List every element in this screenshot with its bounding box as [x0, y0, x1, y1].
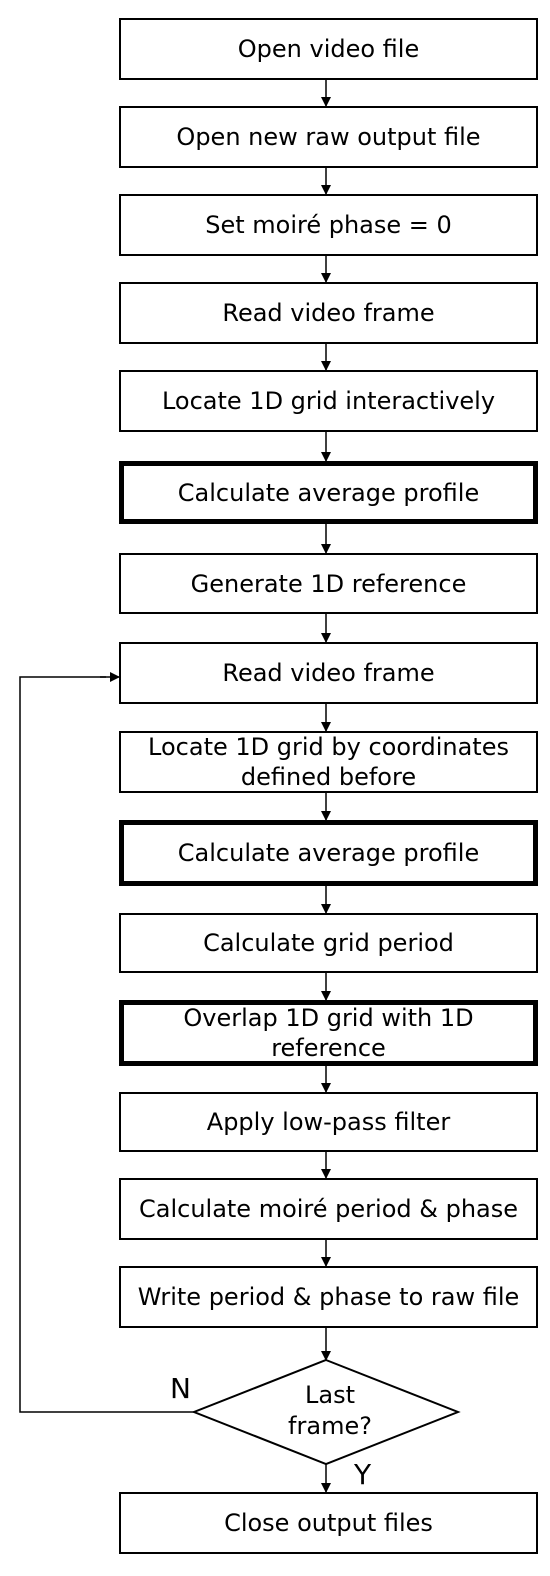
step-generate-reference: Generate 1D reference [119, 553, 538, 614]
step-read-video-frame: Read video frame [119, 282, 538, 344]
step-calculate-average-profile: Calculate average profile [119, 461, 538, 524]
step-open-raw-output-file: Open new raw output file [119, 106, 538, 168]
step-close-output-files: Close output files [119, 1492, 538, 1554]
step-locate-grid-by-coordinates: Locate 1D grid by coordinates defined be… [119, 731, 538, 793]
yes-branch-label: Y [354, 1458, 372, 1491]
step-read-video-frame-loop: Read video frame [119, 642, 538, 704]
step-apply-low-pass-filter: Apply low-pass filter [119, 1092, 538, 1152]
step-calculate-grid-period: Calculate grid period [119, 913, 538, 973]
step-calculate-moire-period-phase: Calculate moiré period & phase [119, 1178, 538, 1240]
step-locate-grid-interactively: Locate 1D grid interactively [119, 370, 538, 432]
decision-label: Last frame? [288, 1381, 372, 1440]
no-branch-loop-line [19, 676, 194, 1413]
step-write-to-raw-file: Write period & phase to raw file [119, 1266, 538, 1328]
no-branch-label: N [170, 1372, 191, 1405]
step-overlap-grid-with-reference: Overlap 1D grid with 1D reference [119, 1000, 538, 1066]
step-set-moire-phase: Set moiré phase = 0 [119, 194, 538, 256]
step-calculate-average-profile-loop: Calculate average profile [119, 820, 538, 886]
step-open-video-file: Open video file [119, 18, 538, 80]
